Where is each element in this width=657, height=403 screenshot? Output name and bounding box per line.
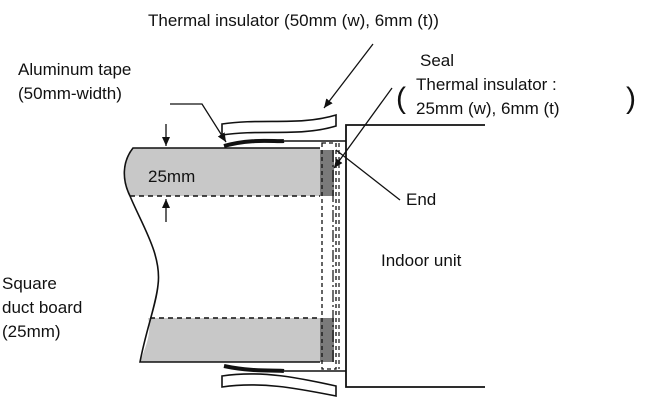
seal-detail-line1: Thermal insulator :	[416, 75, 557, 94]
duct-board-top-layer	[124, 148, 320, 196]
aluminum-tape-leader	[170, 103, 227, 143]
seal-detail-line2: 25mm (w), 6mm (t)	[416, 99, 560, 118]
seal-close-paren: )	[626, 82, 636, 115]
end-label: End	[406, 190, 436, 209]
thermal-insulator-leader	[323, 43, 374, 109]
aluminum-tape-label: Aluminum tape	[18, 60, 131, 79]
leader-lines	[162, 43, 401, 222]
duct-board-label-line3: (25mm)	[2, 322, 61, 341]
aluminum-tape-bottom	[223, 364, 285, 373]
seal-bottom	[320, 318, 334, 362]
seal-label: Seal	[420, 51, 454, 70]
duct-board-label-line1: Square	[2, 274, 57, 293]
thermal-insulator-bottom	[221, 373, 337, 397]
seal-top	[320, 150, 334, 196]
dimension-25mm-label: 25mm	[148, 167, 195, 186]
aluminum-tape	[223, 138, 285, 373]
thermal-insulator	[221, 113, 337, 397]
duct-board-bottom-layer	[140, 318, 320, 362]
flange-dashed-outline	[321, 142, 337, 370]
duct-board-outline	[123, 147, 320, 363]
seal-leader	[333, 87, 393, 169]
indoor-unit-label: Indoor unit	[381, 251, 462, 270]
aluminum-tape-width-label: (50mm-width)	[18, 84, 122, 103]
thermal-insulator-top-label: Thermal insulator (50mm (w), 6mm (t))	[148, 11, 439, 30]
square-duct-board	[123, 147, 320, 363]
indoor-unit-outline	[345, 124, 485, 388]
duct-board-label-line2: duct board	[2, 298, 82, 317]
aluminum-tape-top	[223, 138, 285, 148]
flange-lines	[284, 140, 346, 372]
thermal-insulator-top	[221, 113, 337, 136]
end-leader	[335, 149, 401, 201]
seal-open-paren: (	[396, 82, 406, 115]
